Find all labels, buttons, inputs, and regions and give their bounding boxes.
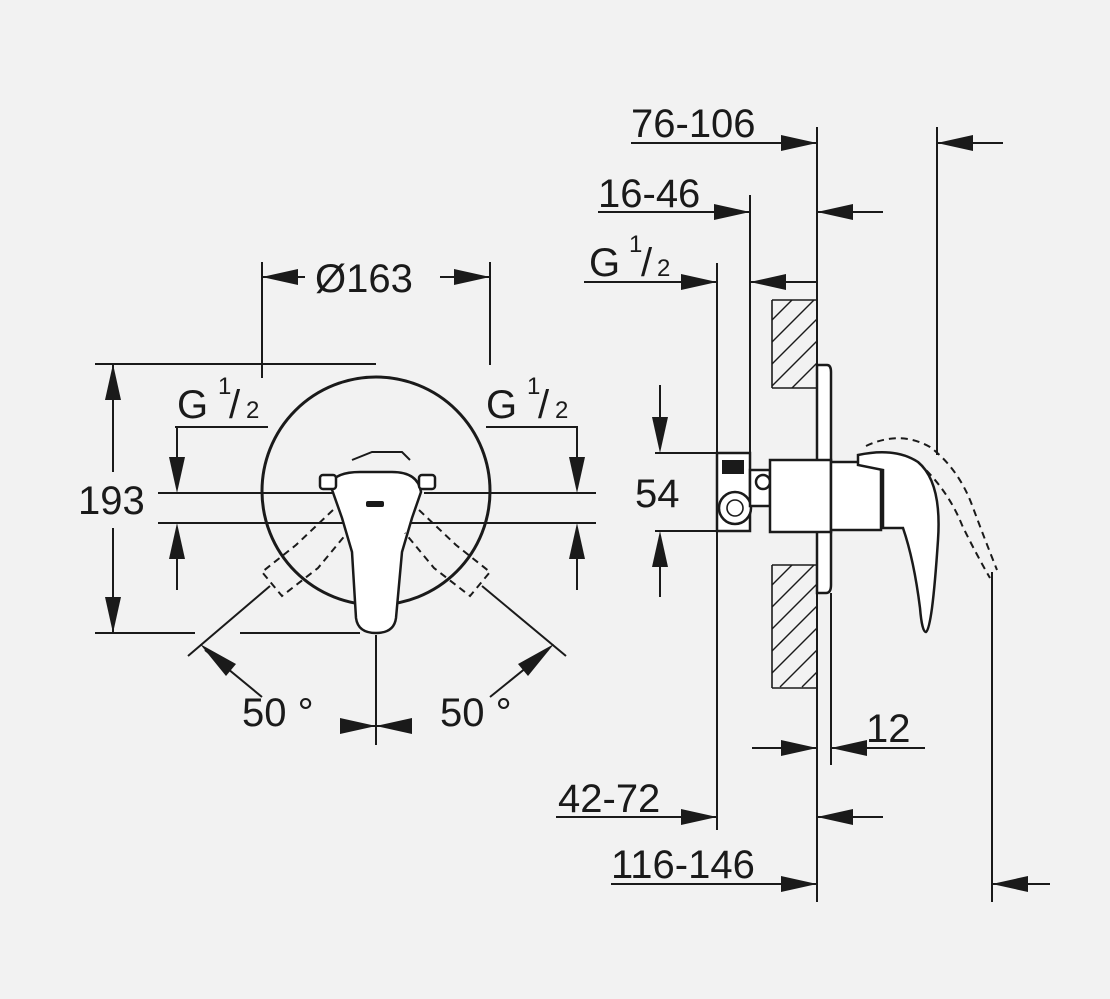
arrowhead — [781, 135, 817, 151]
angle-line-left — [187, 585, 271, 657]
svg-text:/: / — [641, 241, 653, 285]
diameter-label: Ø163 — [315, 257, 413, 301]
arrowhead — [681, 274, 717, 290]
dim-54-label: 54 — [635, 472, 680, 516]
handle-rotated-left — [260, 509, 348, 598]
dim-12-label: 12 — [866, 707, 911, 751]
svg-text:/: / — [229, 383, 241, 427]
handle-hub — [829, 460, 883, 532]
height-label: 193 — [78, 479, 145, 523]
arrowhead — [817, 809, 853, 825]
arrowhead — [569, 457, 585, 493]
arrowhead — [992, 876, 1028, 892]
dim-76-106-label: 76-106 — [631, 102, 756, 146]
valve-body-detail — [722, 460, 744, 474]
svg-text:2: 2 — [555, 397, 568, 424]
handle-rotated-right — [404, 509, 492, 598]
outlet-fitting — [717, 490, 753, 526]
cover-screw-left — [318, 473, 338, 491]
dim-116-146-label: 116-146 — [611, 843, 755, 887]
svg-text:/: / — [538, 383, 550, 427]
arrowhead — [781, 740, 817, 756]
angle-left-label: 50 ° — [242, 691, 314, 735]
front-view: Ø163 193 G 1 / 2 G 1 / 2 — [78, 257, 596, 745]
arrowhead — [681, 809, 717, 825]
arrowhead — [831, 740, 867, 756]
arrowhead — [714, 204, 750, 220]
handle-raised-outline — [865, 437, 998, 571]
svg-text:1: 1 — [218, 373, 231, 400]
arrowhead — [376, 718, 412, 734]
dim-42-72-label: 42-72 — [558, 777, 660, 821]
arrowhead — [105, 364, 121, 400]
svg-text:G: G — [589, 241, 620, 285]
arrowhead — [262, 269, 298, 285]
angle-line-right — [481, 585, 567, 657]
arrowhead — [454, 269, 490, 285]
arrowhead — [169, 523, 185, 559]
arrowhead — [340, 718, 376, 734]
handle-raised-outline-inner — [917, 461, 991, 579]
svg-text:2: 2 — [657, 255, 670, 282]
indicator-mark — [366, 501, 384, 507]
arrowhead — [200, 644, 236, 676]
handle-front — [328, 470, 423, 635]
wall-section — [771, 299, 818, 689]
svg-text:G: G — [177, 383, 208, 427]
cartridge-sleeve — [768, 458, 833, 534]
arrowhead — [569, 523, 585, 559]
arrowhead — [750, 274, 786, 290]
arrowhead — [652, 417, 668, 453]
arrowhead — [781, 876, 817, 892]
thread-label-side: G 1 / 2 — [589, 231, 670, 285]
angle-right-label: 50 ° — [440, 691, 512, 735]
svg-text:1: 1 — [527, 373, 540, 400]
cover-screw-right — [417, 473, 437, 491]
arrowhead — [169, 457, 185, 493]
dim-16-46-label: 16-46 — [598, 172, 700, 216]
svg-text:1: 1 — [629, 231, 642, 258]
arrowhead — [105, 597, 121, 633]
arrowhead — [652, 531, 668, 567]
thread-label-right: G 1 / 2 — [486, 373, 568, 427]
thread-label-left: G 1 / 2 — [177, 373, 259, 427]
arrowhead — [518, 644, 554, 676]
svg-text:G: G — [486, 383, 517, 427]
arrowhead — [817, 204, 853, 220]
svg-text:2: 2 — [246, 397, 259, 424]
handle-top — [351, 451, 411, 461]
side-view: 76-106 16-46 G 1 / 2 — [556, 102, 1050, 902]
arrowhead — [937, 135, 973, 151]
